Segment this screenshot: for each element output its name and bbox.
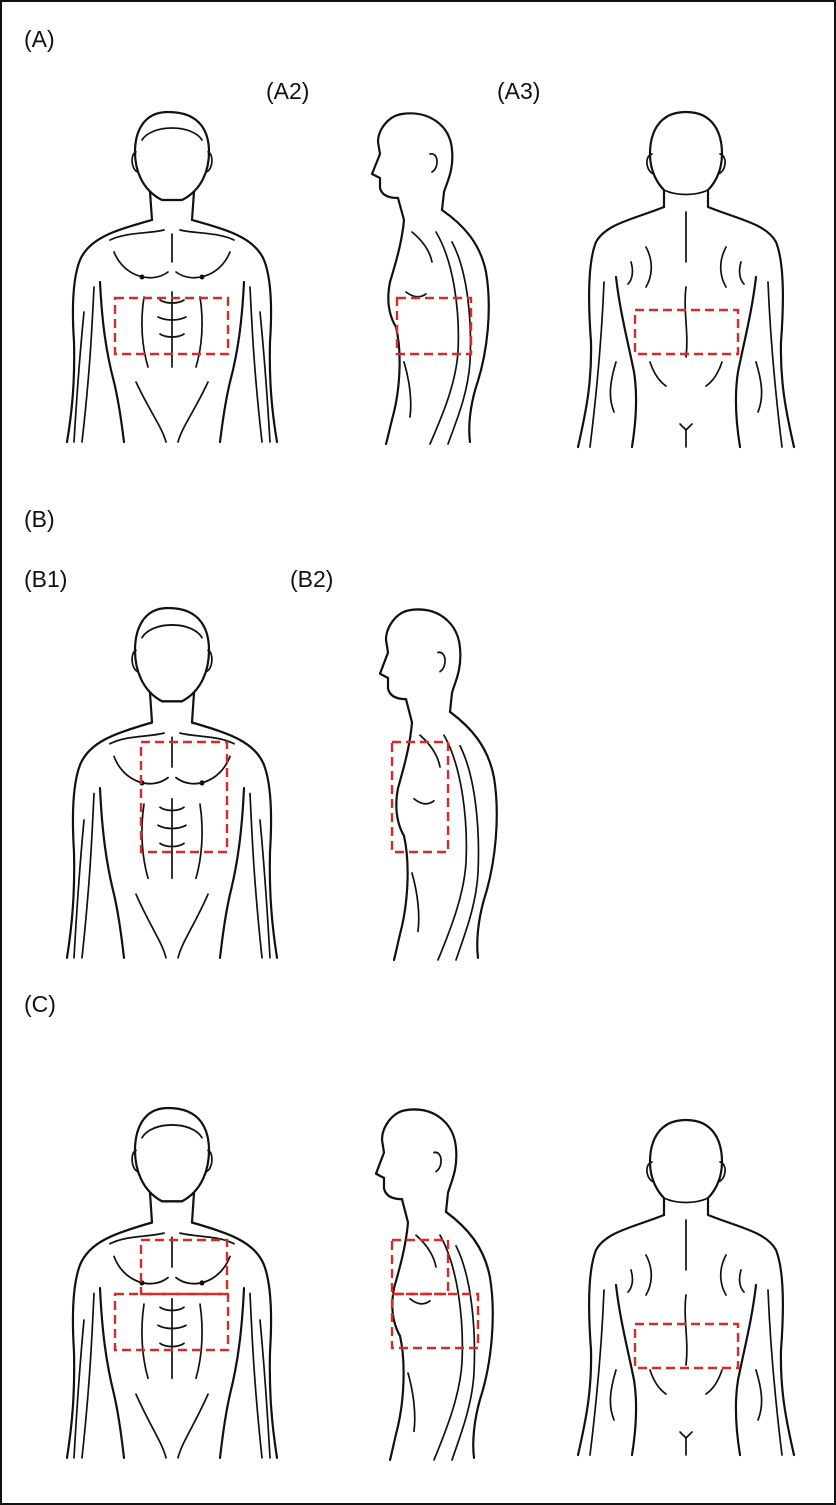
figure-c-back: [578, 1120, 794, 1455]
figure-a-back: [578, 112, 794, 447]
figure-b-side: [380, 609, 497, 960]
region-marker: [141, 1240, 227, 1294]
figure-b-front: [67, 608, 277, 958]
figure-a-front: [67, 112, 277, 442]
region-marker: [141, 742, 227, 852]
region-marker: [397, 298, 471, 354]
figure-a-side: [372, 113, 489, 444]
figure-c-side: [376, 1109, 493, 1460]
region-marker: [392, 742, 448, 852]
figure-c-front: [67, 1108, 277, 1458]
region-marker: [392, 1294, 478, 1348]
